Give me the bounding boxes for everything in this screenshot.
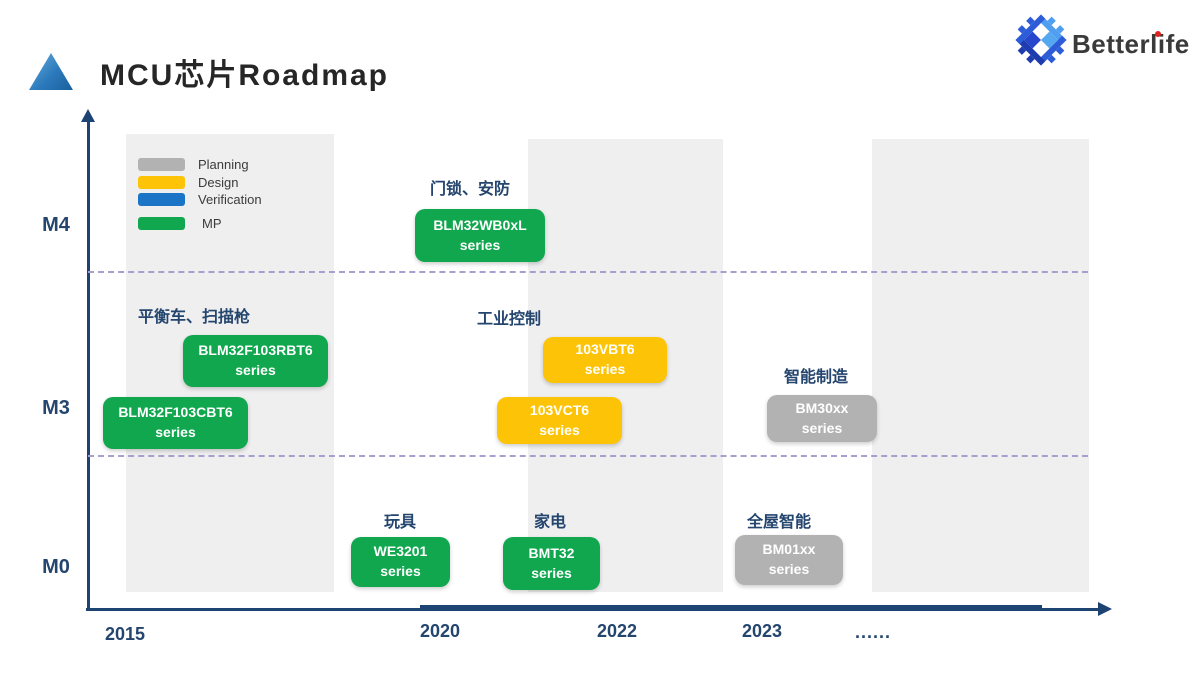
legend-swatch-planning <box>138 157 185 171</box>
dashed-divider <box>88 455 1088 457</box>
legend-item: Planning <box>138 156 249 172</box>
category-label: 工业控制 <box>477 311 542 328</box>
company-logo <box>1014 13 1068 67</box>
x-axis <box>86 608 1100 611</box>
x-axis-arrow-icon <box>1098 602 1112 616</box>
box-line2: series <box>584 361 626 377</box>
legend-label: Verification <box>198 191 262 207</box>
box-line2: series <box>768 561 810 577</box>
legend-swatch-design <box>138 175 185 189</box>
box-line1: WE3201 <box>373 543 428 560</box>
year-tick-ellipsis: ...... <box>855 622 892 642</box>
box-line2: series <box>539 421 580 438</box>
legend-item: Design <box>138 174 239 190</box>
year-tick-label: 2015 <box>105 624 146 644</box>
box-line2: series <box>235 362 276 378</box>
y-axis-arrow-icon <box>81 109 95 122</box>
year-tick-label: 2020 <box>420 621 461 641</box>
box-line1: BMT32 <box>528 544 575 561</box>
legend-label: Planning <box>198 156 249 172</box>
box-line2: series <box>459 236 501 253</box>
box-line1: BLM32F103CBT6 <box>118 404 233 421</box>
category-label: 门锁、安防 <box>430 181 511 198</box>
box-line1: 103VBT6 <box>575 341 635 358</box>
box-line2: series <box>380 563 421 579</box>
box-line2: series <box>531 564 572 581</box>
background-band <box>872 139 1089 592</box>
box-line1: BLM32F103RBT6 <box>198 342 313 359</box>
roadmap-box-bmt32: BMT32 series <box>503 537 600 590</box>
logo-text: Betterlife <box>1072 29 1190 59</box>
year-tick-label: 2023 <box>742 621 783 641</box>
x-axis-segment <box>420 605 1042 608</box>
category-label: 玩具 <box>384 514 417 531</box>
box-line1: BM30xx <box>795 399 849 416</box>
box-line1: BM01xx <box>762 541 816 558</box>
legend-swatch-mp <box>138 216 185 230</box>
dashed-divider <box>88 271 1088 273</box>
box-line1: 103VCT6 <box>529 401 590 418</box>
row-label-m4: M4 <box>42 214 70 236</box>
category-label: 全屋智能 <box>747 514 812 531</box>
roadmap-box-blm32wb0xl: BLM32WB0xL series <box>415 209 545 262</box>
legend-swatch-verification <box>138 192 185 206</box>
betterlife-logo-icon <box>1015 14 1067 66</box>
category-label: 平衡车、扫描枪 <box>138 309 251 326</box>
roadmap-box-blm32f103rbt6: BLM32F103RBT6 series <box>183 335 328 387</box>
roadmap-box-bm01xx: BM01xx series <box>735 535 843 585</box>
page-title: MCU芯片Roadmap <box>100 59 390 92</box>
title-triangle-icon <box>29 53 73 90</box>
box-line2: series <box>155 424 196 440</box>
roadmap-box-103vct6: 103VCT6 series <box>497 397 622 444</box>
y-axis <box>87 121 90 610</box>
box-line2: series <box>801 419 843 436</box>
category-label: 家电 <box>534 514 567 531</box>
roadmap-box-blm32f103cbt6: BLM32F103CBT6 series <box>103 397 248 449</box>
logo-red-dot <box>1155 31 1161 37</box>
legend-label: MP <box>202 215 222 231</box>
roadmap-box-bm30xx: BM30xx series <box>767 395 877 442</box>
legend-item: MP <box>138 215 222 231</box>
roadmap-box-we3201: WE3201 series <box>351 537 450 587</box>
legend-item: Verification <box>138 191 262 207</box>
row-label-m3: M3 <box>42 397 70 419</box>
legend-label: Design <box>198 174 239 190</box>
box-line1: BLM32WB0xL <box>433 216 527 233</box>
roadmap-box-103vbt6: 103VBT6 series <box>543 337 667 383</box>
row-label-m0: M0 <box>42 556 70 578</box>
year-tick-label: 2022 <box>597 621 638 641</box>
category-label: 智能制造 <box>784 369 849 386</box>
